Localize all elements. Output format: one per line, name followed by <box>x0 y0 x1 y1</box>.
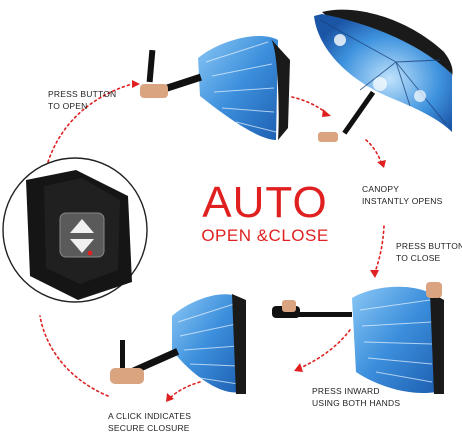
caption-press-to-open: PRESS BUTTON TO OPEN <box>48 88 116 112</box>
headline: AUTO OPEN &CLOSE <box>190 180 340 246</box>
umbrella-closed-bottom <box>110 294 246 394</box>
caption-line: PRESS BUTTON <box>48 89 117 99</box>
arrowhead-icon <box>132 80 140 88</box>
arrow-canopy-to-close <box>374 225 385 273</box>
caption-line: A CLICK INDICATES <box>108 411 192 421</box>
arrow-inward-to-bottom <box>169 381 201 399</box>
caption-canopy-opens: CANOPY INSTANTLY OPENS <box>362 183 442 207</box>
caption-line: TO CLOSE <box>396 253 441 263</box>
caption-line: USING BOTH HANDS <box>312 398 401 408</box>
caption-line: SECURE CLOSURE <box>108 423 190 433</box>
caption-press-to-close: PRESS BUTTON TO CLOSE <box>396 240 462 264</box>
arrow-close-to-inward <box>299 329 351 369</box>
arrowhead-icon <box>166 393 174 402</box>
arrowhead-icon <box>370 270 379 278</box>
arrowhead-icon <box>377 160 386 168</box>
arrow-heads <box>132 80 386 402</box>
arrow-open-to-canopy <box>365 139 382 163</box>
umbrella-open <box>314 9 453 142</box>
caption-line: PRESS INWARD <box>312 386 380 396</box>
handle-button-closeup <box>2 157 148 303</box>
caption-line: TO OPEN <box>48 101 88 111</box>
umbrella-closed-top <box>140 36 290 140</box>
flow-arrows <box>39 83 385 399</box>
arrow-closeup-to-top <box>47 83 133 163</box>
headline-title: AUTO <box>202 178 328 227</box>
caption-line: INSTANTLY OPENS <box>362 196 443 206</box>
caption-click-secure: A CLICK INDICATES SECURE CLOSURE <box>108 410 191 434</box>
caption-press-inward: PRESS INWARD USING BOTH HANDS <box>312 385 400 409</box>
triangle-down-icon <box>70 239 94 253</box>
triangle-up-icon <box>70 219 94 233</box>
headline-subtitle: OPEN &CLOSE <box>201 226 329 245</box>
arrow-top-to-open <box>291 96 327 114</box>
arrowhead-icon <box>322 109 331 117</box>
caption-line: CANOPY <box>362 184 400 194</box>
umbrella-inverting <box>272 282 444 394</box>
arrow-bottom-to-closeup <box>39 315 109 397</box>
caption-line: PRESS BUTTON <box>396 241 462 251</box>
arrowhead-icon <box>294 363 303 372</box>
